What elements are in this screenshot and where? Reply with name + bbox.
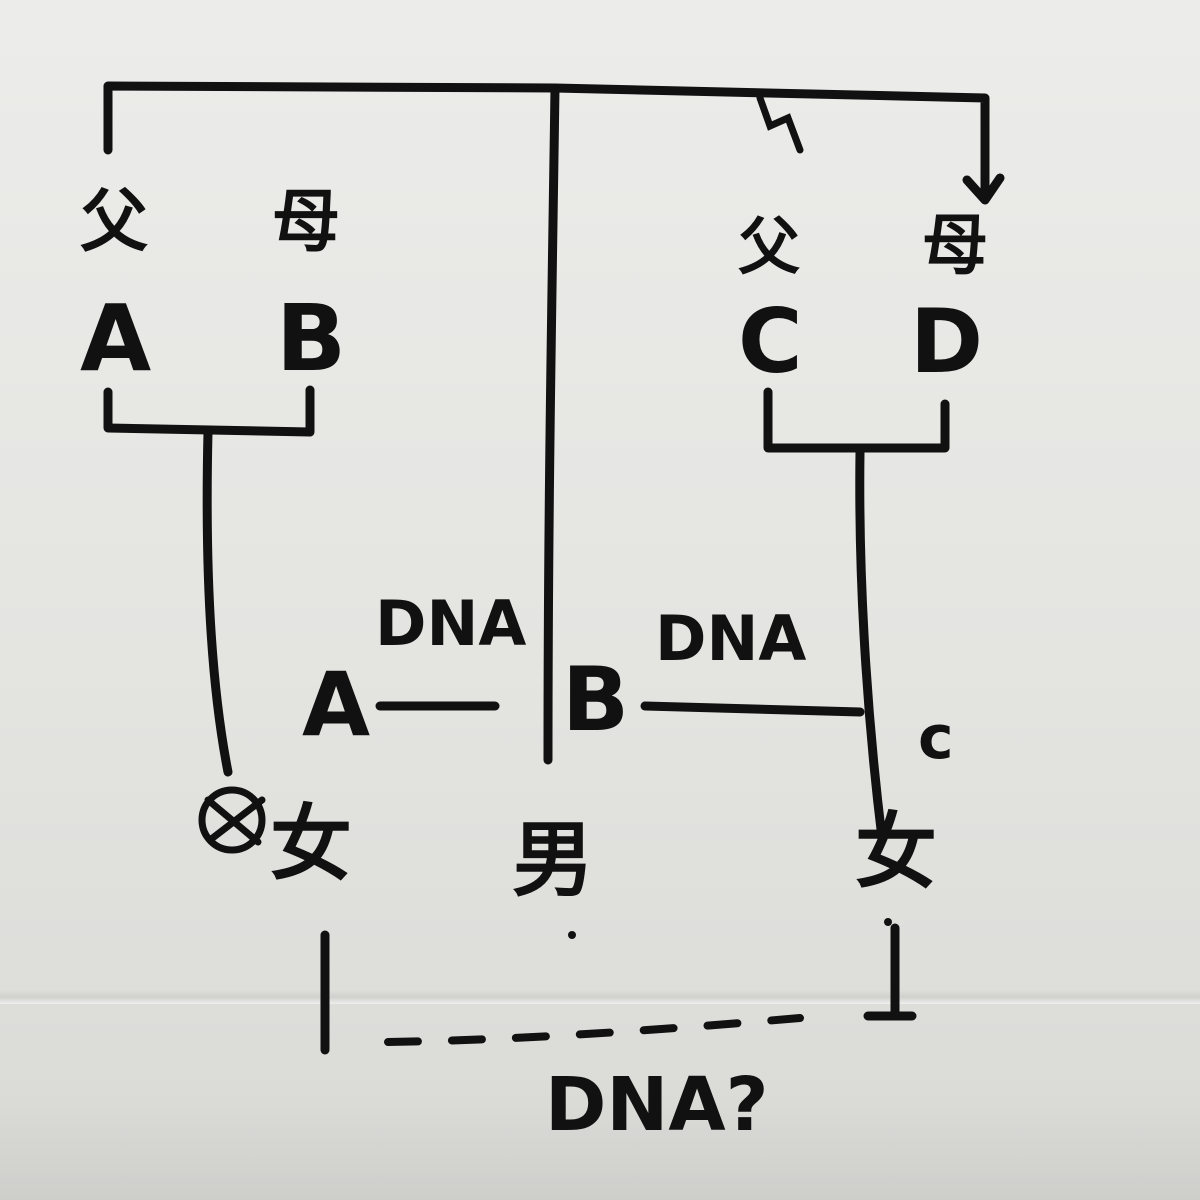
scribble-lines	[204, 796, 266, 846]
left-daughter-label: 女	[270, 797, 352, 892]
left-mother-name: B	[276, 285, 346, 392]
right-child-tag: c	[918, 703, 954, 773]
left-father-label: 父	[80, 183, 148, 262]
son-label: 男	[512, 813, 594, 908]
right-mother-name: D	[910, 290, 983, 393]
left-parents-bracket	[103, 385, 315, 437]
top-connector-line	[103, 81, 990, 155]
right-mother-label: 母	[922, 207, 988, 284]
dna-question-label: DNA?	[545, 1062, 769, 1148]
left-descent-line	[202, 427, 233, 777]
dot-under-son	[568, 931, 576, 939]
right-descent-line	[855, 447, 887, 843]
right-parents-bracket	[763, 387, 950, 453]
dna-question-dashed-link	[384, 1014, 804, 1046]
center-line-to-son	[543, 83, 560, 765]
left-child-tag: A	[302, 653, 370, 756]
right-daughter-label: 女	[855, 805, 937, 900]
right-father-label: 父	[738, 210, 800, 283]
dna-label-left: DNA	[375, 587, 526, 660]
arrow-to-right-mother	[962, 125, 1005, 205]
paper-shadow	[0, 1090, 1200, 1200]
link-b-to-c	[640, 701, 865, 717]
dna-label-right: DNA	[655, 602, 806, 675]
right-father-name: C	[738, 290, 803, 393]
son-tag: B	[562, 648, 629, 751]
clip-mark	[756, 94, 804, 154]
scribble-mark	[198, 786, 266, 854]
left-mother-label: 母	[272, 183, 340, 262]
dot-under-right-daughter	[884, 918, 892, 926]
right-bottom-stub	[863, 923, 917, 1021]
paper-fold	[0, 990, 1200, 1004]
left-father-name: A	[80, 285, 151, 392]
